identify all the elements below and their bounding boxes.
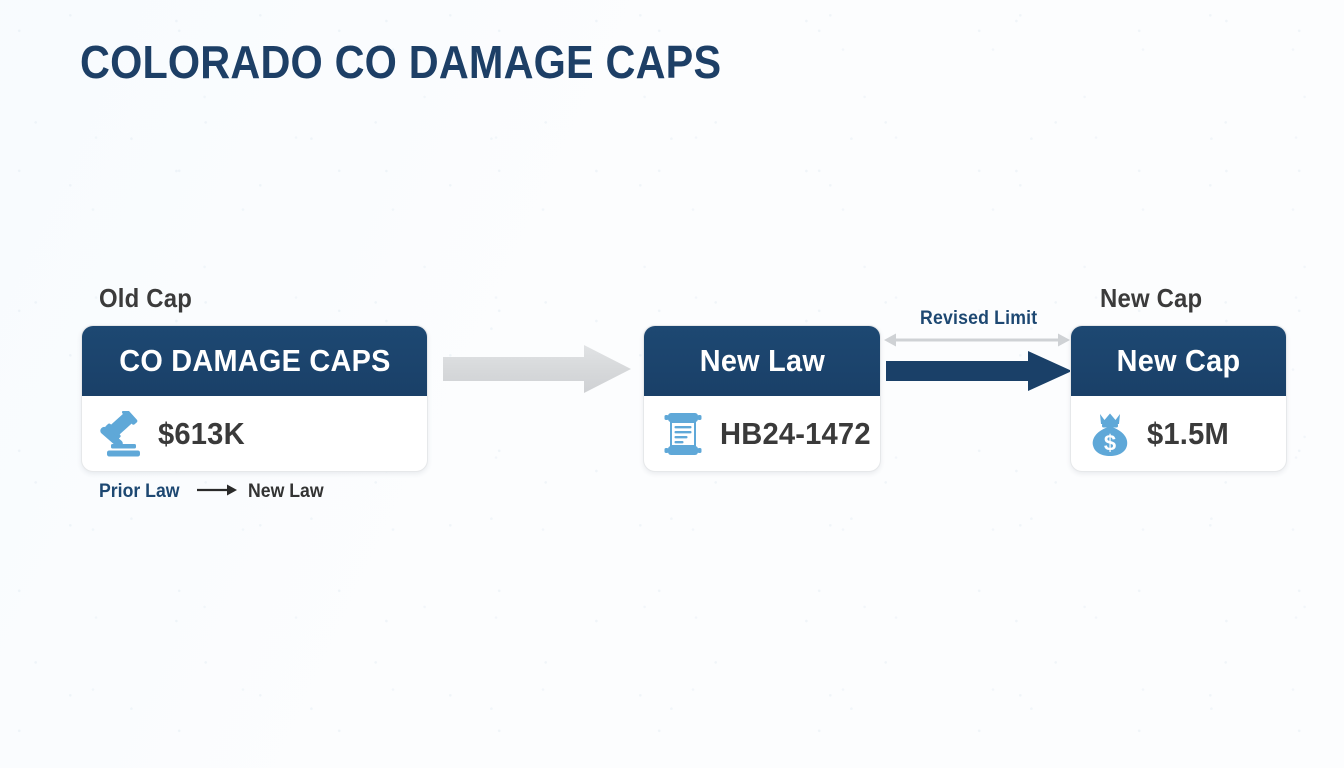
caption-arrow-icon	[196, 481, 237, 503]
page-title: COLORADO CO DAMAGE CAPS	[80, 36, 722, 88]
card-new-cap-header: New Cap	[1071, 326, 1286, 396]
arrow-right-navy	[886, 350, 1072, 397]
old-cap-label: Old Cap	[99, 283, 192, 313]
double-headed-arrow-gray	[884, 330, 1070, 355]
card-old-cap-header-text: CO DAMAGE CAPS	[118, 343, 391, 378]
card-new-law-value: HB24-1472	[720, 415, 871, 451]
card-new-law[interactable]: New Law	[643, 325, 881, 472]
card-new-law-header: New Law	[644, 326, 880, 396]
card-new-cap-value: $1.5M	[1147, 415, 1229, 451]
gavel-icon	[98, 410, 144, 458]
card-new-law-body: HB24-1472	[644, 396, 880, 471]
svg-text:$: $	[1104, 430, 1116, 455]
caption-prior-law: Prior Law	[99, 481, 180, 502]
caption-new-law: New Law	[247, 481, 324, 502]
scroll-icon	[660, 410, 706, 458]
new-cap-label: New Cap	[1100, 283, 1203, 313]
arrow-right-gray	[443, 345, 631, 398]
card-old-cap-header: CO DAMAGE CAPS	[82, 326, 427, 396]
card-old-cap-value: $613K	[158, 415, 245, 451]
card-new-cap-header-text: New Cap	[1116, 343, 1241, 378]
card-old-cap-body: $613K	[82, 396, 427, 471]
card-old-cap[interactable]: CO DAMAGE CAPS $613K	[81, 325, 428, 472]
card-new-cap-body: $ $1.5M	[1071, 396, 1286, 471]
card-new-cap[interactable]: New Cap $ $1.5M	[1070, 325, 1287, 472]
revised-limit-label: Revised Limit	[920, 308, 1038, 329]
caption-prior-to-new: Prior Law New Law	[99, 481, 329, 503]
money-bag-icon: $	[1087, 410, 1133, 458]
card-new-law-header-text: New Law	[699, 343, 825, 378]
